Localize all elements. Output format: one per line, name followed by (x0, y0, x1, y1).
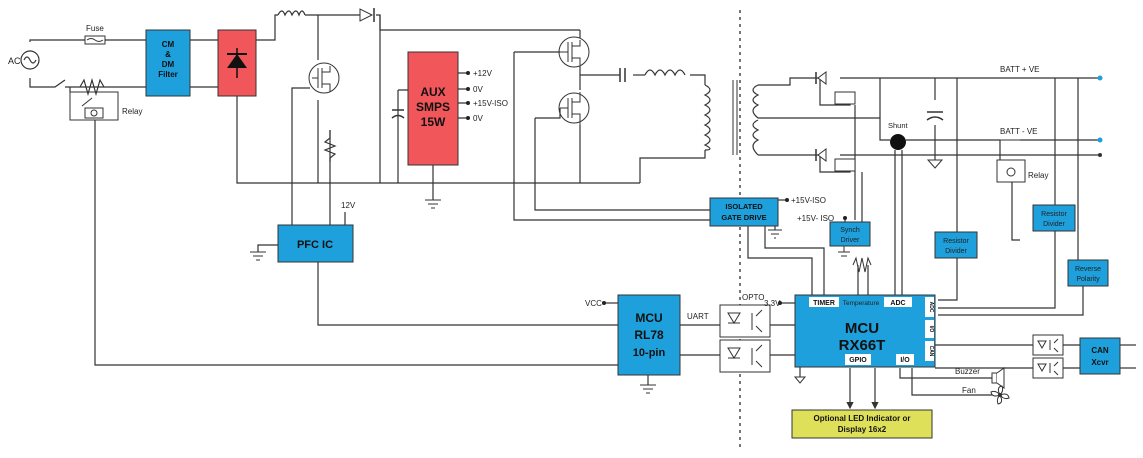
svg-text:Xcvr: Xcvr (1091, 358, 1108, 367)
svg-text:BATT - VE: BATT - VE (1000, 127, 1038, 136)
svg-text:0V: 0V (473, 85, 483, 94)
bridge-mosfet-top (514, 36, 590, 68)
svg-text:GATE DRIVE: GATE DRIVE (721, 213, 766, 222)
svg-text:CM: CM (162, 40, 175, 49)
mcu-rx66t-block: MCU RX66T TIMER Temperature ADC GPIO I/O… (764, 294, 936, 384)
svg-text:Divider: Divider (945, 248, 967, 255)
svg-text:3.3V: 3.3V (764, 299, 781, 308)
svg-text:+12V: +12V (473, 69, 493, 78)
svg-text:Optional LED Indicator or: Optional LED Indicator or (814, 414, 911, 423)
led-display-block: Optional LED Indicator or Display 16x2 (791, 409, 933, 439)
aux-outputs: +12V 0V +15V-ISO 0V (458, 69, 508, 123)
sense-resistor (323, 130, 337, 162)
pfc-mosfet (308, 62, 340, 94)
svg-text:I/O: I/O (900, 357, 910, 364)
synch-driver-block: Synch Driver +15V- ISO (797, 214, 871, 257)
svg-text:Relay: Relay (1028, 171, 1048, 180)
svg-text:Polarity: Polarity (1076, 276, 1100, 283)
svg-text:Synch: Synch (840, 227, 860, 234)
svg-text:Fuse: Fuse (86, 24, 104, 33)
svg-text:OPTO: OPTO (742, 293, 765, 302)
synch-rectifier-bottom (815, 148, 856, 172)
svg-text:ISOLATED: ISOLATED (725, 202, 763, 211)
resonant-capacitor (619, 68, 626, 82)
pfc-ic-block: PFC IC 12V (277, 201, 356, 263)
synch-rectifier-top (815, 71, 856, 105)
mcu-rl78-block: MCU RL78 10-pin VCC UART (585, 294, 709, 394)
svg-text:&: & (165, 50, 171, 59)
svg-text:MCU: MCU (845, 320, 879, 337)
fuse: Fuse (84, 24, 106, 45)
svg-text:15W: 15W (421, 115, 446, 129)
svg-text:Divider: Divider (1043, 221, 1065, 228)
svg-text:PFC IC: PFC IC (297, 239, 333, 251)
resonant-inductor (644, 69, 686, 77)
transformer (703, 80, 760, 156)
input-relay: Relay (69, 77, 142, 121)
svg-text:DM: DM (162, 60, 175, 69)
svg-text:AUX: AUX (420, 85, 445, 99)
isolated-gate-drive-block: ISOLATED GATE DRIVE +15V-ISO (709, 196, 826, 239)
svg-text:Buzzer: Buzzer (955, 367, 980, 376)
can-transceiver-block: CAN Xcvr (1079, 337, 1121, 375)
svg-text:Driver: Driver (841, 237, 860, 244)
svg-text:Resistor: Resistor (1041, 211, 1067, 218)
svg-text:MCU: MCU (635, 311, 662, 325)
svg-text:+15V- ISO: +15V- ISO (797, 214, 834, 223)
svg-text:+15V-ISO: +15V-ISO (791, 196, 826, 205)
svg-text:Temperature: Temperature (843, 300, 880, 307)
pfc-inductor (277, 10, 306, 17)
temperature-sensor (852, 256, 872, 273)
resistor-divider-2: Resistor Divider (1032, 204, 1076, 232)
can-isolators (1032, 334, 1064, 379)
svg-text:UART: UART (687, 312, 709, 321)
svg-text:I/O: I/O (928, 326, 934, 333)
svg-text:0V: 0V (473, 114, 483, 123)
shunt: Shunt (888, 121, 909, 150)
svg-text:VCC: VCC (585, 299, 602, 308)
svg-text:SMPS: SMPS (416, 100, 450, 114)
svg-text:RL78: RL78 (634, 328, 664, 342)
buzzer: Buzzer (955, 367, 1005, 389)
svg-text:Fan: Fan (962, 386, 976, 395)
optocoupler-top: OPTO (719, 293, 771, 338)
svg-text:12V: 12V (341, 201, 356, 210)
resistor-divider-1: Resistor Divider (934, 231, 978, 259)
svg-text:+15V-ISO: +15V-ISO (473, 99, 508, 108)
svg-text:Filter: Filter (158, 70, 178, 79)
svg-text:BATT + VE: BATT + VE (1000, 65, 1040, 74)
pfc-diode (359, 8, 375, 22)
svg-text:Shunt: Shunt (888, 121, 909, 130)
emi-filter-block: CM & DM Filter (145, 29, 191, 97)
svg-text:GPIO: GPIO (849, 357, 867, 364)
pfc-ground (250, 251, 266, 261)
output-relay: Relay (996, 139, 1048, 183)
wiring (29, 14, 1136, 410)
svg-text:RX66T: RX66T (839, 337, 886, 354)
output-terminals: BATT + VE BATT - VE (1000, 65, 1103, 157)
svg-text:CAN: CAN (928, 346, 934, 357)
fan: Fan (962, 385, 1010, 405)
svg-text:ADC: ADC (890, 300, 905, 307)
bridge-rectifier (217, 29, 257, 97)
output-capacitor (926, 111, 944, 169)
bridge-mosfet-bottom (535, 92, 590, 125)
svg-text:Resistor: Resistor (943, 238, 969, 245)
reverse-polarity-block: Reverse Polarity (1067, 259, 1109, 287)
svg-text:10-pin: 10-pin (633, 347, 666, 359)
svg-text:CAN: CAN (1091, 346, 1109, 355)
aux-smps-block: AUX SMPS 15W (407, 51, 459, 166)
svg-text:Display 16x2: Display 16x2 (838, 425, 887, 434)
svg-text:TIMER: TIMER (813, 300, 835, 307)
aux-ground (425, 199, 441, 209)
ac-source: AC (8, 50, 40, 70)
svg-text:ADC: ADC (928, 302, 934, 313)
bulk-capacitor (391, 109, 405, 119)
optocoupler-bottom (719, 339, 771, 373)
svg-text:Reverse: Reverse (1075, 266, 1101, 273)
svg-text:AC: AC (8, 56, 21, 66)
svg-text:Relay: Relay (122, 107, 142, 116)
